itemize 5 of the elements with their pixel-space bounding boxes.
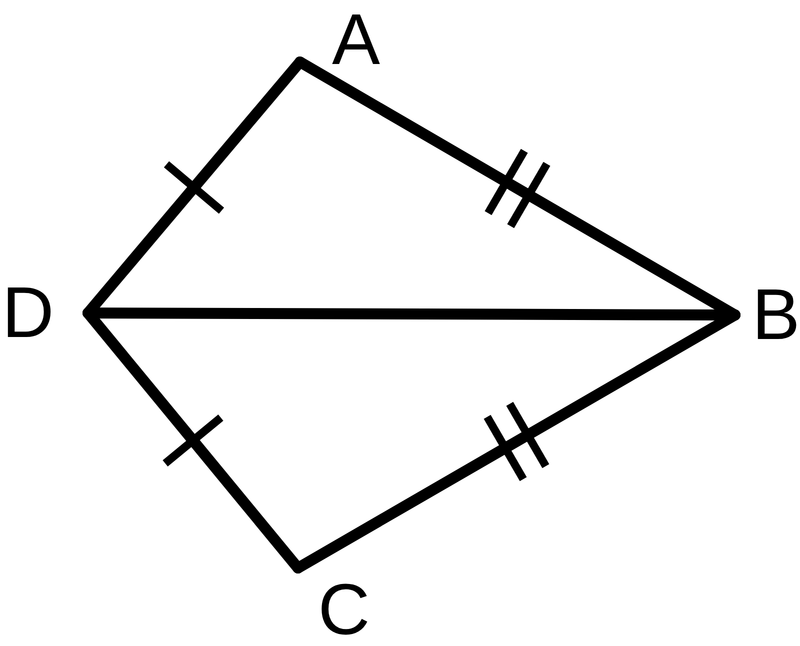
vertex-label: C bbox=[298, 568, 370, 646]
vertex-label: A bbox=[300, 4, 380, 62]
segment-line bbox=[82, 308, 740, 320]
vertex-label: D bbox=[2, 278, 88, 348]
vertex-label: B bbox=[735, 280, 800, 350]
